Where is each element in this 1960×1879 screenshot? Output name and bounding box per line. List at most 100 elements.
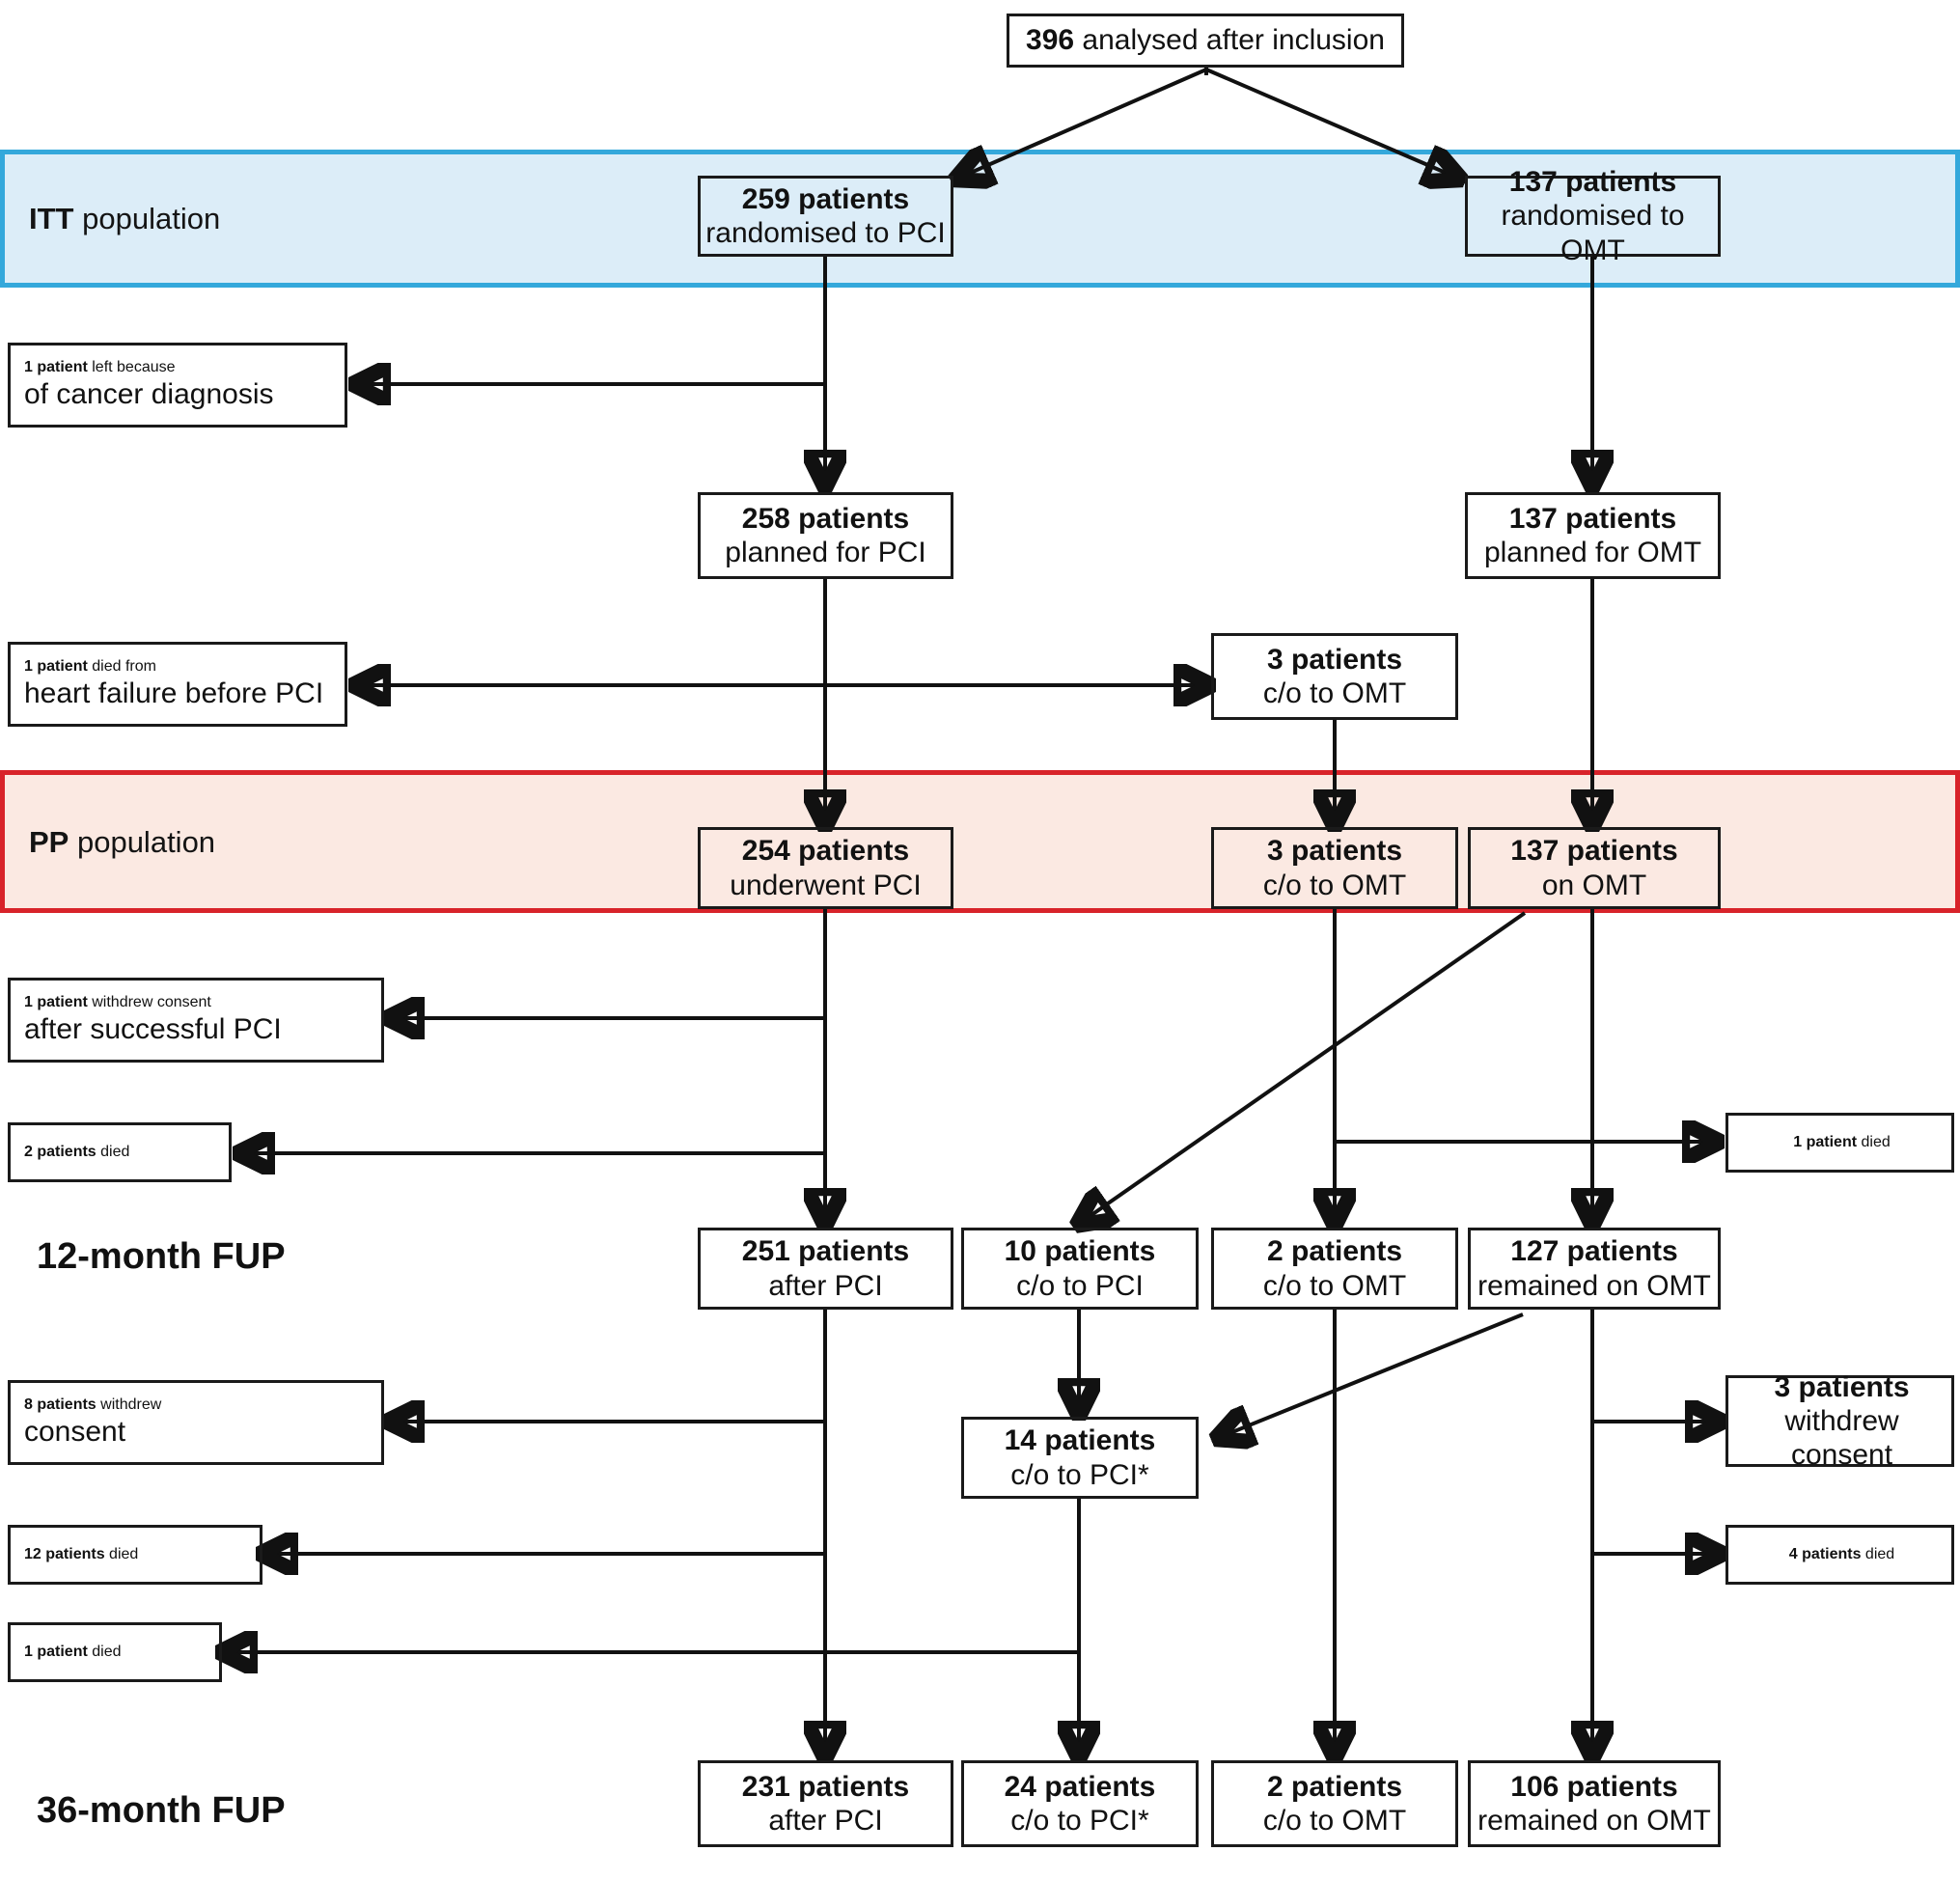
node-crossover-to-omt-pre-text: c/o to OMT <box>1262 677 1407 709</box>
node-36m-crossover-to-pci[interactable]: 24 patients c/o to PCI* <box>961 1760 1199 1847</box>
node-loss-1-died-omt-count: 1 patient <box>1793 1133 1858 1150</box>
node-randomised-omt[interactable]: 137 patients randomised to OMT <box>1465 166 1721 266</box>
node-12m-crossover-to-pci-count: 10 patients <box>1004 1235 1156 1268</box>
itt-label-rest: population <box>73 202 221 235</box>
node-loss-4-patients-died[interactable]: 4 patients died <box>1725 1525 1954 1585</box>
node-36m-crossover-to-pci-text: c/o to PCI* <box>1010 1805 1149 1837</box>
node-mid-crossover-to-pci-text: c/o to PCI* <box>1010 1458 1149 1491</box>
node-total-analysed[interactable]: 396 analysed after inclusion <box>1007 14 1404 68</box>
node-loss-2-died-line1: 2 patients died <box>24 1144 129 1162</box>
node-loss-1-died-omt-line1: 1 patient died <box>1793 1134 1891 1152</box>
node-loss-3-withdrew-consent[interactable]: 3 patients withdrew consent <box>1725 1371 1954 1471</box>
node-mid-crossover-to-pci-count: 14 patients <box>1004 1424 1156 1457</box>
node-loss-4-died-reason: died <box>1861 1545 1895 1562</box>
node-planned-omt[interactable]: 137 patients planned for OMT <box>1465 492 1721 579</box>
node-crossover-to-omt-pre-count: 3 patients <box>1266 643 1403 676</box>
node-12m-crossover-to-pci[interactable]: 10 patients c/o to PCI <box>961 1228 1199 1310</box>
node-12m-crossover-to-omt-text: c/o to OMT <box>1262 1269 1407 1302</box>
node-pp-on-omt-text: on OMT <box>1541 869 1647 901</box>
node-36m-crossover-to-pci-count: 24 patients <box>1004 1770 1156 1803</box>
node-12m-remained-on-omt-count: 127 patients <box>1510 1235 1678 1268</box>
node-pp-underwent-pci-text: underwent PCI <box>730 869 922 901</box>
node-36m-remained-on-omt-count: 106 patients <box>1510 1770 1678 1803</box>
node-loss-4-died-count: 4 patients <box>1788 1545 1862 1562</box>
pp-label-bold: PP <box>29 825 69 859</box>
node-36m-after-pci[interactable]: 231 patients after PCI <box>698 1760 953 1847</box>
node-loss-8-withdrew-consent[interactable]: 8 patients withdrew consent <box>8 1380 384 1465</box>
node-pp-crossover-to-omt[interactable]: 3 patients c/o to OMT <box>1211 827 1458 909</box>
node-loss-3-withdrew-reason: withdrew consent <box>1784 1404 1899 1472</box>
node-loss-cancer-diagnosis[interactable]: 1 patient left because of cancer diagnos… <box>8 343 347 428</box>
node-loss-hf-reason: died from <box>87 658 156 676</box>
node-loss-8-withdrew-line1: 8 patients withdrew <box>24 1396 161 1415</box>
node-loss-heart-failure-death[interactable]: 1 patient died from heart failure before… <box>8 642 347 727</box>
node-loss-1-died-co-count: 1 patient <box>24 1643 88 1660</box>
node-12m-after-pci-text: after PCI <box>768 1269 883 1302</box>
node-loss-cancer-line1: 1 patient left because <box>24 359 176 377</box>
node-pp-on-omt[interactable]: 137 patients on OMT <box>1468 827 1721 909</box>
node-loss-hf-count: 1 patient <box>24 658 88 676</box>
node-36m-after-pci-count: 231 patients <box>741 1770 910 1803</box>
node-loss-withdrew-pci-reason: withdrew consent <box>87 994 211 1011</box>
node-loss-1-patient-died-omt[interactable]: 1 patient died <box>1725 1113 1954 1173</box>
node-loss-2-died-count: 2 patients <box>24 1143 97 1160</box>
node-12m-crossover-to-pci-text: c/o to PCI <box>1016 1269 1144 1302</box>
node-pp-crossover-to-omt-count: 3 patients <box>1266 835 1403 868</box>
node-loss-1-died-co-reason: died <box>87 1643 122 1660</box>
node-planned-pci[interactable]: 258 patients planned for PCI <box>698 492 953 579</box>
node-loss-12-died-reason: died <box>104 1545 139 1562</box>
node-pp-underwent-pci[interactable]: 254 patients underwent PCI <box>698 827 953 909</box>
stage-label-12-month-fup: 12-month FUP <box>37 1236 286 1277</box>
node-loss-8-withdrew-count: 8 patients <box>24 1396 97 1414</box>
node-36m-remained-on-omt[interactable]: 106 patients remained on OMT <box>1468 1760 1721 1847</box>
node-12m-remained-on-omt[interactable]: 127 patients remained on OMT <box>1468 1228 1721 1310</box>
node-loss-1-patient-died-crossover[interactable]: 1 patient died <box>8 1622 222 1682</box>
node-loss-withdrew-after-pci[interactable]: 1 patient withdrew consent after success… <box>8 978 384 1063</box>
node-loss-hf-line1: 1 patient died from <box>24 658 156 677</box>
node-loss-2-died-reason: died <box>96 1143 130 1160</box>
node-loss-1-died-co-line1: 1 patient died <box>24 1644 122 1662</box>
node-36m-crossover-to-omt-count: 2 patients <box>1266 1770 1403 1803</box>
node-36m-remained-on-omt-text: remained on OMT <box>1477 1805 1711 1837</box>
node-loss-hf-line2: heart failure before PCI <box>24 677 324 709</box>
stage-label-36-month-fup: 36-month FUP <box>37 1790 286 1831</box>
node-12m-crossover-to-omt[interactable]: 2 patients c/o to OMT <box>1211 1228 1458 1310</box>
node-loss-3-withdrew-count: 3 patients <box>1774 1370 1910 1403</box>
node-loss-8-withdrew-reason: withdrew <box>96 1396 162 1414</box>
node-randomised-omt-text: randomised to OMT <box>1501 200 1685 266</box>
node-pp-crossover-to-omt-text: c/o to OMT <box>1262 869 1407 901</box>
node-loss-1-died-omt-reason: died <box>1857 1133 1891 1150</box>
node-pp-on-omt-count: 137 patients <box>1510 835 1678 868</box>
node-loss-12-died-count: 12 patients <box>24 1545 105 1562</box>
itt-label-bold: ITT <box>29 202 74 235</box>
node-loss-4-died-line1: 4 patients died <box>1789 1546 1894 1564</box>
node-crossover-to-omt-pre[interactable]: 3 patients c/o to OMT <box>1211 633 1458 720</box>
itt-population-label: ITT population <box>29 202 220 236</box>
node-12m-after-pci-count: 251 patients <box>741 1235 910 1268</box>
node-loss-12-patients-died[interactable]: 12 patients died <box>8 1525 262 1585</box>
pp-label-rest: population <box>69 825 216 859</box>
node-loss-withdrew-pci-count: 1 patient <box>24 994 88 1011</box>
node-mid-crossover-to-pci[interactable]: 14 patients c/o to PCI* <box>961 1417 1199 1499</box>
node-36m-crossover-to-omt[interactable]: 2 patients c/o to OMT <box>1211 1760 1458 1847</box>
node-randomised-pci-text: randomised to PCI <box>705 217 946 249</box>
node-loss-withdrew-pci-line2: after successful PCI <box>24 1012 282 1045</box>
node-loss-cancer-line2: of cancer diagnosis <box>24 377 274 410</box>
node-12m-after-pci[interactable]: 251 patients after PCI <box>698 1228 953 1310</box>
node-12m-crossover-to-omt-count: 2 patients <box>1266 1235 1403 1268</box>
node-randomised-pci-count: 259 patients <box>741 182 910 215</box>
node-36m-after-pci-text: after PCI <box>768 1805 883 1837</box>
node-randomised-pci[interactable]: 259 patients randomised to PCI <box>698 176 953 257</box>
node-12m-remained-on-omt-text: remained on OMT <box>1477 1269 1711 1302</box>
node-total-analysed-text: analysed after inclusion <box>1074 24 1385 57</box>
node-36m-crossover-to-omt-text: c/o to OMT <box>1262 1805 1407 1837</box>
node-loss-2-patients-died[interactable]: 2 patients died <box>8 1122 232 1182</box>
node-loss-8-withdrew-line2: consent <box>24 1415 126 1448</box>
pp-population-label: PP population <box>29 825 215 860</box>
node-planned-omt-text: planned for OMT <box>1483 537 1702 568</box>
node-planned-pci-count: 258 patients <box>741 502 910 535</box>
node-planned-pci-text: planned for PCI <box>725 537 926 568</box>
node-total-analysed-count: 396 <box>1026 24 1075 57</box>
node-loss-12-died-line1: 12 patients died <box>24 1546 138 1564</box>
